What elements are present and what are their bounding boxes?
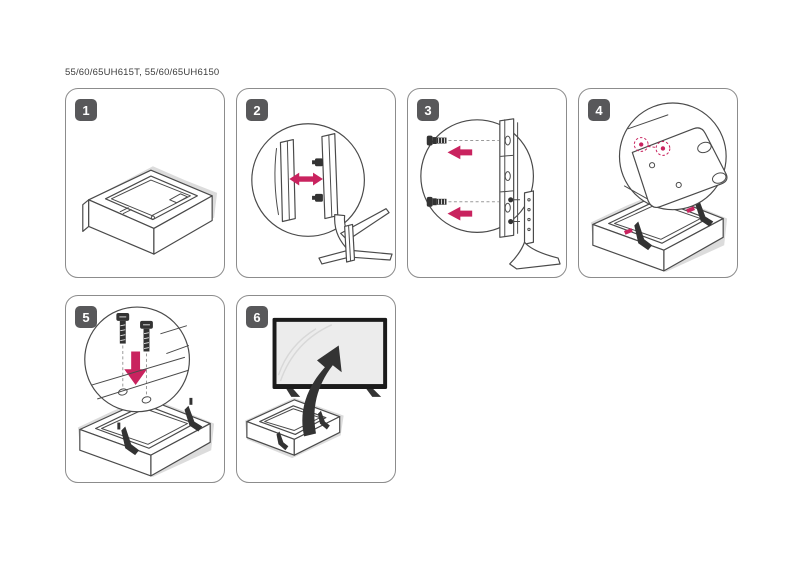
lift-arrow-icon (302, 345, 342, 437)
step-number-badge: 3 (417, 99, 439, 121)
step-number-badge: 2 (246, 99, 268, 121)
step-panel-5: 5 (65, 295, 225, 483)
step-number-badge: 5 (75, 306, 97, 328)
step-panel-4: 4 (578, 88, 738, 278)
stand-side-view (508, 190, 561, 270)
fasten-screws-illustration (77, 306, 215, 477)
stand-attach-points-illustration (590, 102, 728, 272)
step-panel-2: 2 (236, 88, 396, 278)
stand-base-plate (312, 133, 339, 220)
bolt-icon (116, 312, 130, 344)
model-numbers-label: 55/60/65UH615T, 55/60/65UH6150 (65, 67, 220, 78)
step-number-badge: 6 (246, 306, 268, 328)
double-arrow-icon (289, 172, 323, 186)
screw-icon (426, 135, 447, 146)
tv-facedown-on-packaging-illustration (82, 166, 218, 255)
tv-facedown-with-stand (77, 396, 215, 477)
stand-plate-detail (623, 114, 728, 209)
screw-hole-highlight (633, 137, 649, 152)
mounting-plate-detail (91, 325, 189, 404)
step-number-badge: 4 (588, 99, 610, 121)
left-arrow-icon (447, 145, 473, 160)
tv-facedown-on-packaging (244, 397, 344, 459)
stand-neck-column (499, 118, 519, 238)
tv-facedown-with-stand (590, 191, 728, 272)
stand-base-body-alignment-illustration (251, 123, 393, 265)
left-arrow-icon (447, 206, 473, 221)
step-panel-6: 6 (236, 295, 396, 483)
bolt-icon (140, 320, 153, 352)
lift-tv-upright-illustration (244, 317, 388, 459)
screw-hole-highlight (655, 141, 671, 156)
stand-assembly (318, 208, 393, 265)
down-arrow-icon (124, 351, 147, 386)
screw-icon (426, 196, 447, 207)
step-panel-3: 3 (407, 88, 567, 278)
step-panel-1: 1 (65, 88, 225, 278)
screws-into-stand-neck-illustration (420, 118, 561, 270)
magnifier-circle (420, 119, 535, 233)
tv-back-facedown (104, 175, 198, 221)
step-number-badge: 1 (75, 99, 97, 121)
stand-body-plate (274, 138, 296, 223)
